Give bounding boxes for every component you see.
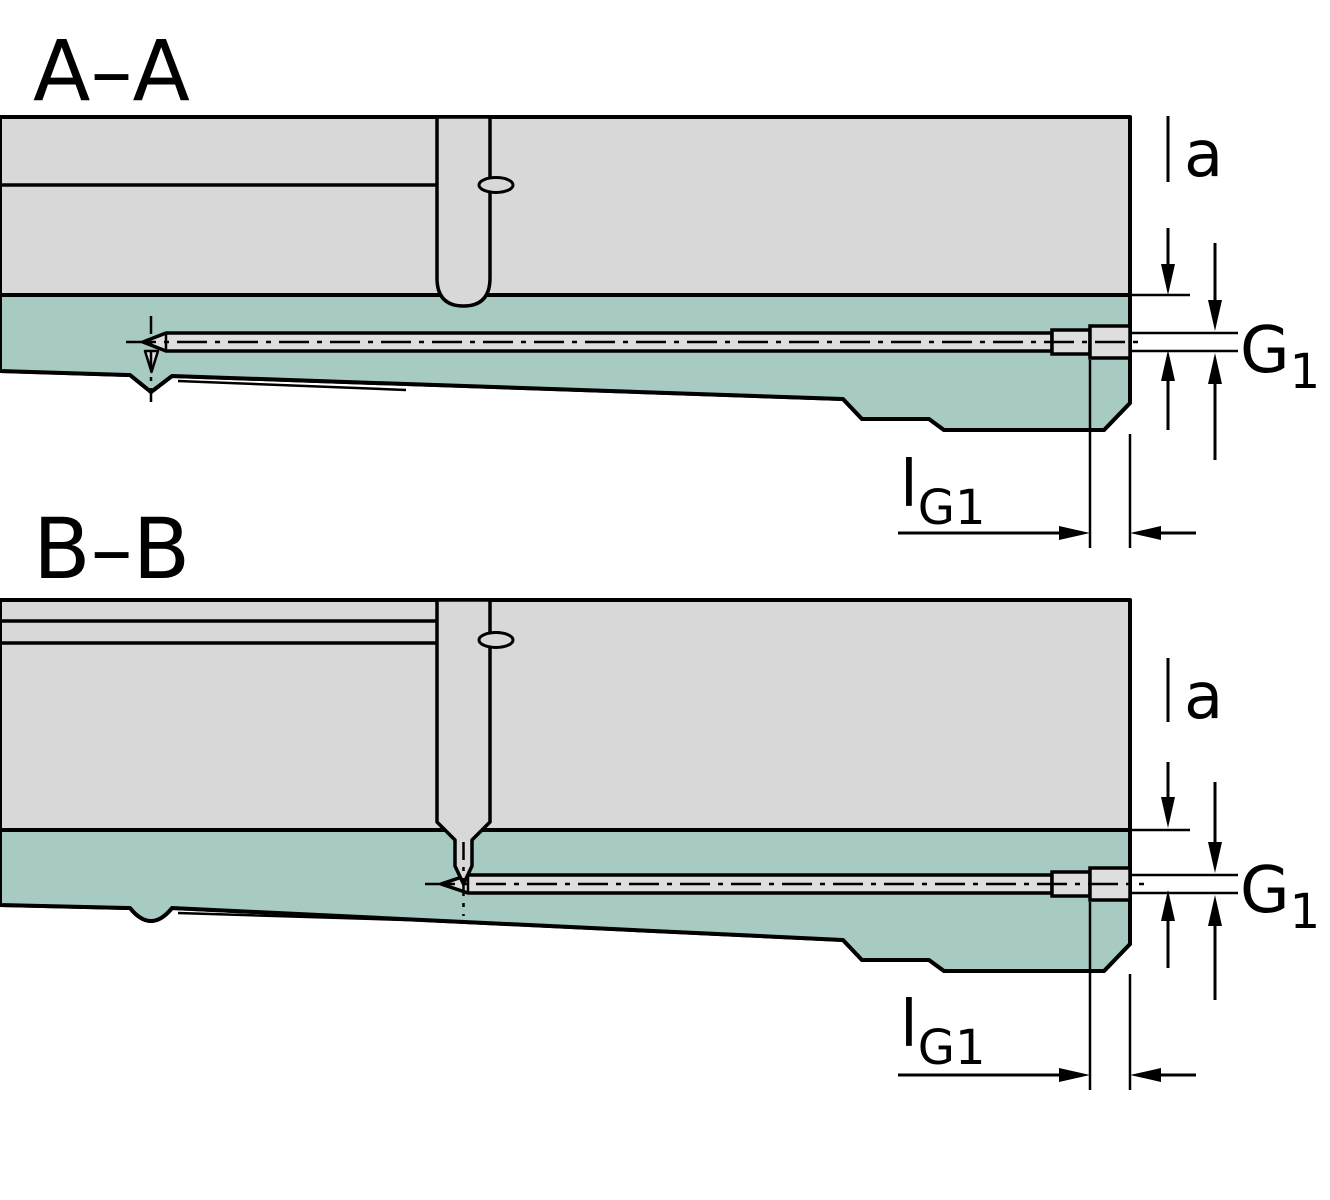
a-dim-lg1-arrow-right [1059, 526, 1090, 540]
b-dim-lg1-arrow-right [1059, 1068, 1090, 1082]
b-dim-a-label: a [1184, 660, 1223, 734]
a-pin-hole [477, 176, 515, 194]
b-dim-lg1-label-base: l [900, 988, 918, 1062]
b-insert-seat [0, 828, 1132, 973]
section-a-title: A–A [33, 22, 190, 120]
a-dim-g1-label-sub: 1 [1290, 344, 1321, 400]
a-insert-seat [0, 293, 1132, 432]
a-dim-a-label: a [1184, 118, 1223, 192]
b-dim-g1-arrow-up [1208, 895, 1222, 926]
b-dim-g1-label-base: G [1240, 854, 1290, 928]
b-dim-g1-arrow-down [1208, 842, 1222, 873]
section-b-title: B–B [33, 500, 190, 598]
b-dim-lg1-arrow-left [1130, 1068, 1161, 1082]
a-dim-g1-label-base: G [1240, 314, 1290, 388]
a-dim-lg1-label: lG1 [900, 448, 986, 536]
a-dim-lg1-label-sub: G1 [918, 480, 986, 536]
a-chamfer-edge [177, 379, 407, 392]
b-dim-lg1-label-sub: G1 [918, 1020, 986, 1076]
section-view-a: A–A a G1 lG1 [0, 22, 1320, 548]
b-clamp-slot [435, 598, 492, 886]
a-dim-a-arrow-up [1161, 350, 1175, 381]
section-view-b: B–B a G1 lG1 [0, 500, 1320, 1090]
b-chamfer-edge [177, 911, 407, 922]
a-dim-lg1-arrow-left [1130, 526, 1161, 540]
a-clamp-slot [435, 115, 492, 308]
b-dim-a-arrow-up [1161, 890, 1175, 921]
b-dim-g1-label: G1 [1240, 854, 1320, 940]
b-pin-hole [477, 631, 515, 649]
a-dim-lg1-label-base: l [900, 448, 918, 522]
a-dim-a-arrow-down [1161, 264, 1175, 295]
a-dim-g1-label: G1 [1240, 314, 1320, 400]
b-dim-lg1-label: lG1 [900, 988, 986, 1076]
b-dim-a-arrow-down [1161, 797, 1175, 828]
b-dim-g1-label-sub: 1 [1290, 884, 1321, 940]
a-dim-g1-arrow-up [1208, 353, 1222, 384]
a-dim-g1-arrow-down [1208, 300, 1222, 331]
